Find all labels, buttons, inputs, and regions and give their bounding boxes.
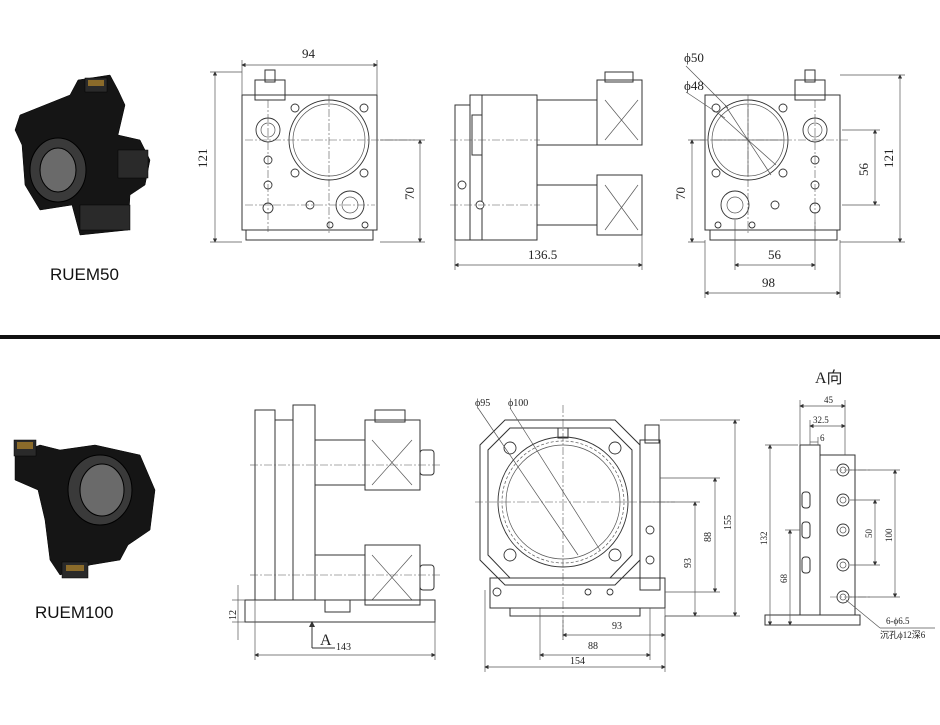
ruem100-front-dim-h155: 155 bbox=[723, 515, 734, 530]
ruem50-side-dim-length: 136.5 bbox=[528, 247, 557, 262]
ruem50-side-view bbox=[450, 71, 643, 270]
ruem50-rear-dim-v56: 56 bbox=[856, 163, 871, 177]
ruem50-rear-dim-height: 121 bbox=[881, 149, 896, 169]
ruem100-view-a-dim-w6: 6 bbox=[820, 433, 825, 443]
ruem50-photo bbox=[14, 74, 151, 236]
ruem100-front-dia-inner: ϕ100 bbox=[508, 398, 528, 409]
ruem50-rear-dim-h56: 56 bbox=[768, 247, 782, 262]
ruem50-rear-dim-offset: 70 bbox=[673, 187, 688, 200]
ruem50-front-dim-width: 94 bbox=[302, 46, 316, 61]
ruem50-rear-dia-outer: ϕ50 bbox=[684, 50, 704, 65]
ruem50-rear-dim-width: 98 bbox=[762, 275, 775, 290]
ruem100-front-dia-outer: ϕ95 bbox=[475, 398, 490, 409]
ruem100-side-dim-length: 143 bbox=[336, 642, 351, 653]
ruem100-front-dim-v93: 93 bbox=[683, 558, 694, 568]
ruem100-side-dim-thick: 12 bbox=[228, 610, 239, 620]
ruem100-front-view bbox=[475, 405, 740, 672]
ruem100-photo bbox=[13, 439, 156, 579]
ruem100-view-a-note-counterbore: 沉孔ϕ12深6 bbox=[880, 630, 926, 640]
ruem50-rear-view bbox=[685, 65, 905, 298]
ruem100-front-dim-v88: 88 bbox=[703, 532, 714, 542]
ruem100-view-a-dim-h100: 100 bbox=[884, 528, 894, 542]
ruem100-front-dim-h93: 93 bbox=[612, 621, 622, 632]
product-label-ruem50: RUEM50 bbox=[50, 265, 119, 284]
ruem50-front-dim-height: 121 bbox=[195, 149, 210, 169]
ruem100-view-a-dim-w45: 45 bbox=[824, 395, 834, 405]
ruem50-front-dim-offset: 70 bbox=[402, 187, 417, 200]
ruem100-view-a-dim-h68: 68 bbox=[779, 574, 789, 584]
ruem100-side-view bbox=[232, 404, 440, 660]
ruem100-front-dim-h154: 154 bbox=[570, 656, 585, 667]
ruem100-view-a bbox=[764, 400, 935, 629]
ruem100-view-arrow-label: A bbox=[320, 632, 332, 649]
section-divider bbox=[0, 335, 940, 339]
ruem100-view-a-dim-h50: 50 bbox=[864, 529, 874, 539]
product-label-ruem100: RUEM100 bbox=[35, 603, 113, 622]
ruem100-view-a-dim-h132: 132 bbox=[759, 532, 769, 546]
ruem50-rear-dia-inner: ϕ48 bbox=[684, 78, 704, 93]
ruem100-front-dim-h88: 88 bbox=[588, 641, 598, 652]
ruem100-view-a-note-holes: 6-ϕ6.5 bbox=[886, 616, 910, 626]
ruem100-view-a-dim-w32: 32.5 bbox=[813, 415, 829, 425]
ruem50-front-view bbox=[210, 60, 425, 243]
ruem100-view-a-title: A向 bbox=[815, 369, 843, 387]
